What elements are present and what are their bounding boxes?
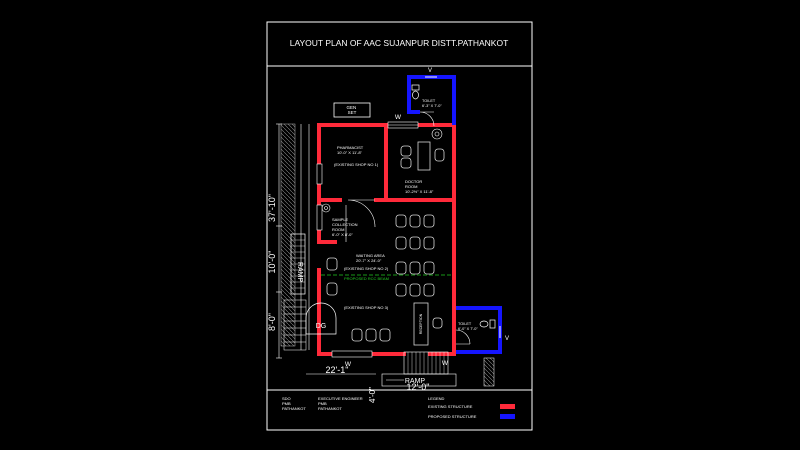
dim-bottom-left: 22'-1"	[326, 365, 349, 375]
existing-shop-1-label: (EXISTING SHOP NO 1)	[334, 162, 379, 167]
engineer-block: EXECUTIVE ENGINEER PMB PATHANKOT	[318, 396, 364, 411]
gen-set-box	[333, 102, 371, 118]
toilet-top-line-2: 6'-3" X 7'-0"	[422, 104, 442, 108]
engineer-line-3: PATHANKOT	[318, 406, 342, 411]
left-window-1	[316, 163, 323, 185]
gen-set-label: GEN SET	[346, 105, 357, 115]
sdo-line-2: PMB	[282, 401, 291, 406]
engineer-line-2: PMB	[318, 401, 327, 406]
door-swing-doctor	[347, 199, 376, 228]
reception-chair	[432, 317, 443, 329]
dim-bottom-right: 12'-0"	[407, 382, 430, 392]
bottom-right-detail	[483, 357, 495, 387]
left-ramp-label: RAMP	[296, 262, 303, 283]
legend-proposed-label: PROPOSED STRUCTURE	[428, 414, 477, 419]
door-swing-toilet-bottom	[455, 329, 471, 345]
gen-set-line-1: GEN	[346, 105, 356, 110]
waiting-area-label: WAITING AREA 20'-7" X 24'-0"	[356, 253, 386, 263]
left-hatch-zone	[280, 123, 296, 347]
sample-collection-line-3: ROOM	[332, 227, 344, 232]
sample-collection-line-1: SAMPLE	[332, 217, 349, 222]
sample-collection-line-2: COLLECTION	[332, 222, 358, 227]
dg-arch	[305, 302, 337, 335]
waiting-chairs	[326, 214, 435, 342]
doctor-room-line-2: ROOM	[405, 184, 417, 189]
bottom-ramp-label: RAMP	[405, 378, 426, 385]
proposed-rcc-beam-label: PROPOSED RCC BEAM	[344, 276, 389, 281]
sample-washbasin-icon	[321, 203, 331, 213]
pharmacist-line-1: PHARMACIST	[337, 145, 364, 150]
toilet-top-line-1: TOILET	[422, 99, 436, 103]
toilet-top-label: TOILET 6'-3" X 7'-0"	[422, 99, 442, 108]
dim-bottom-small: 4'-0"	[368, 387, 377, 403]
vent-mark-top: V	[428, 68, 432, 74]
drawing-border	[266, 21, 533, 431]
plan-title: LAYOUT PLAN OF AAC SUJANPUR DISTT.PATHAN…	[290, 38, 509, 48]
legend-existing-label: EXISTING STRUCTURE	[428, 404, 473, 409]
window-mark-bottom: W	[345, 361, 352, 368]
bottom-step-lines	[407, 352, 445, 374]
bottom-ramp	[381, 373, 457, 387]
wc-top-icon	[411, 84, 420, 100]
wc-bottom-icon	[479, 319, 496, 329]
toilet-bottom-line-2: 6'-0" X 7'-0"	[458, 327, 478, 331]
doctor-washbasin-icon	[431, 128, 443, 140]
pharmacist-label: PHARMACIST 10'-0" X 11'-8"	[337, 145, 364, 155]
existing-shop-3-label: (EXISTING SHOP NO 3)	[344, 305, 389, 310]
pharmacist-line-2: 10'-0" X 11'-8"	[337, 150, 363, 155]
existing-shop-2-label: (EXISTING SHOP NO 2)	[344, 266, 389, 271]
sample-collection-label: SAMPLE COLLECTION ROOM 6'-0" X 8'-0"	[332, 217, 359, 237]
waiting-area-line-2: 20'-7" X 24'-0"	[356, 258, 382, 263]
engineer-line-1: EXECUTIVE ENGINEER	[318, 396, 363, 401]
doctor-room-line-1: DOCTOR	[405, 179, 422, 184]
sample-collection-line-4: 6'-0" X 8'-0"	[332, 232, 353, 237]
left-steps	[283, 299, 307, 351]
dim-left-top: 37'-10"	[267, 194, 277, 222]
dim-left-bottom: 8'-0"	[267, 313, 277, 331]
dg-label: DG	[316, 323, 327, 330]
door-swing-toilet-top	[419, 111, 435, 127]
legend-heading: LEGEND	[428, 396, 445, 401]
doctor-room-furniture	[400, 141, 445, 171]
window-mark-right: W	[442, 360, 449, 367]
doctor-room-label: DOCTOR ROOM 10'-2½" X 11'-8"	[405, 179, 434, 194]
reception-label: RECEPTION	[419, 313, 423, 334]
reception-desk	[413, 302, 429, 346]
dim-left-mid: 10'-0"	[267, 251, 277, 274]
left-ramp-lines	[291, 239, 305, 289]
legend-existing-swatch	[500, 404, 515, 409]
toilet-bottom-line-1: TOILET	[458, 322, 472, 326]
waiting-area-line-1: WAITING AREA	[356, 253, 385, 258]
sdo-block: SDO PMB PATHANKOT	[282, 396, 306, 411]
vent-mark-bottom: V	[505, 336, 509, 342]
left-window-2	[316, 204, 323, 231]
sdo-line-1: SDO	[282, 396, 291, 401]
window-mark-top: W	[395, 114, 402, 121]
legend-proposed-swatch	[500, 414, 515, 419]
sdo-line-3: PATHANKOT	[282, 406, 306, 411]
toilet-bottom-label: TOILET 6'-0" X 7'-0"	[458, 322, 478, 331]
gen-set-line-2: SET	[348, 110, 357, 115]
window-bottom	[331, 350, 373, 358]
doctor-room-line-3: 10'-2½" X 11'-8"	[405, 189, 434, 194]
